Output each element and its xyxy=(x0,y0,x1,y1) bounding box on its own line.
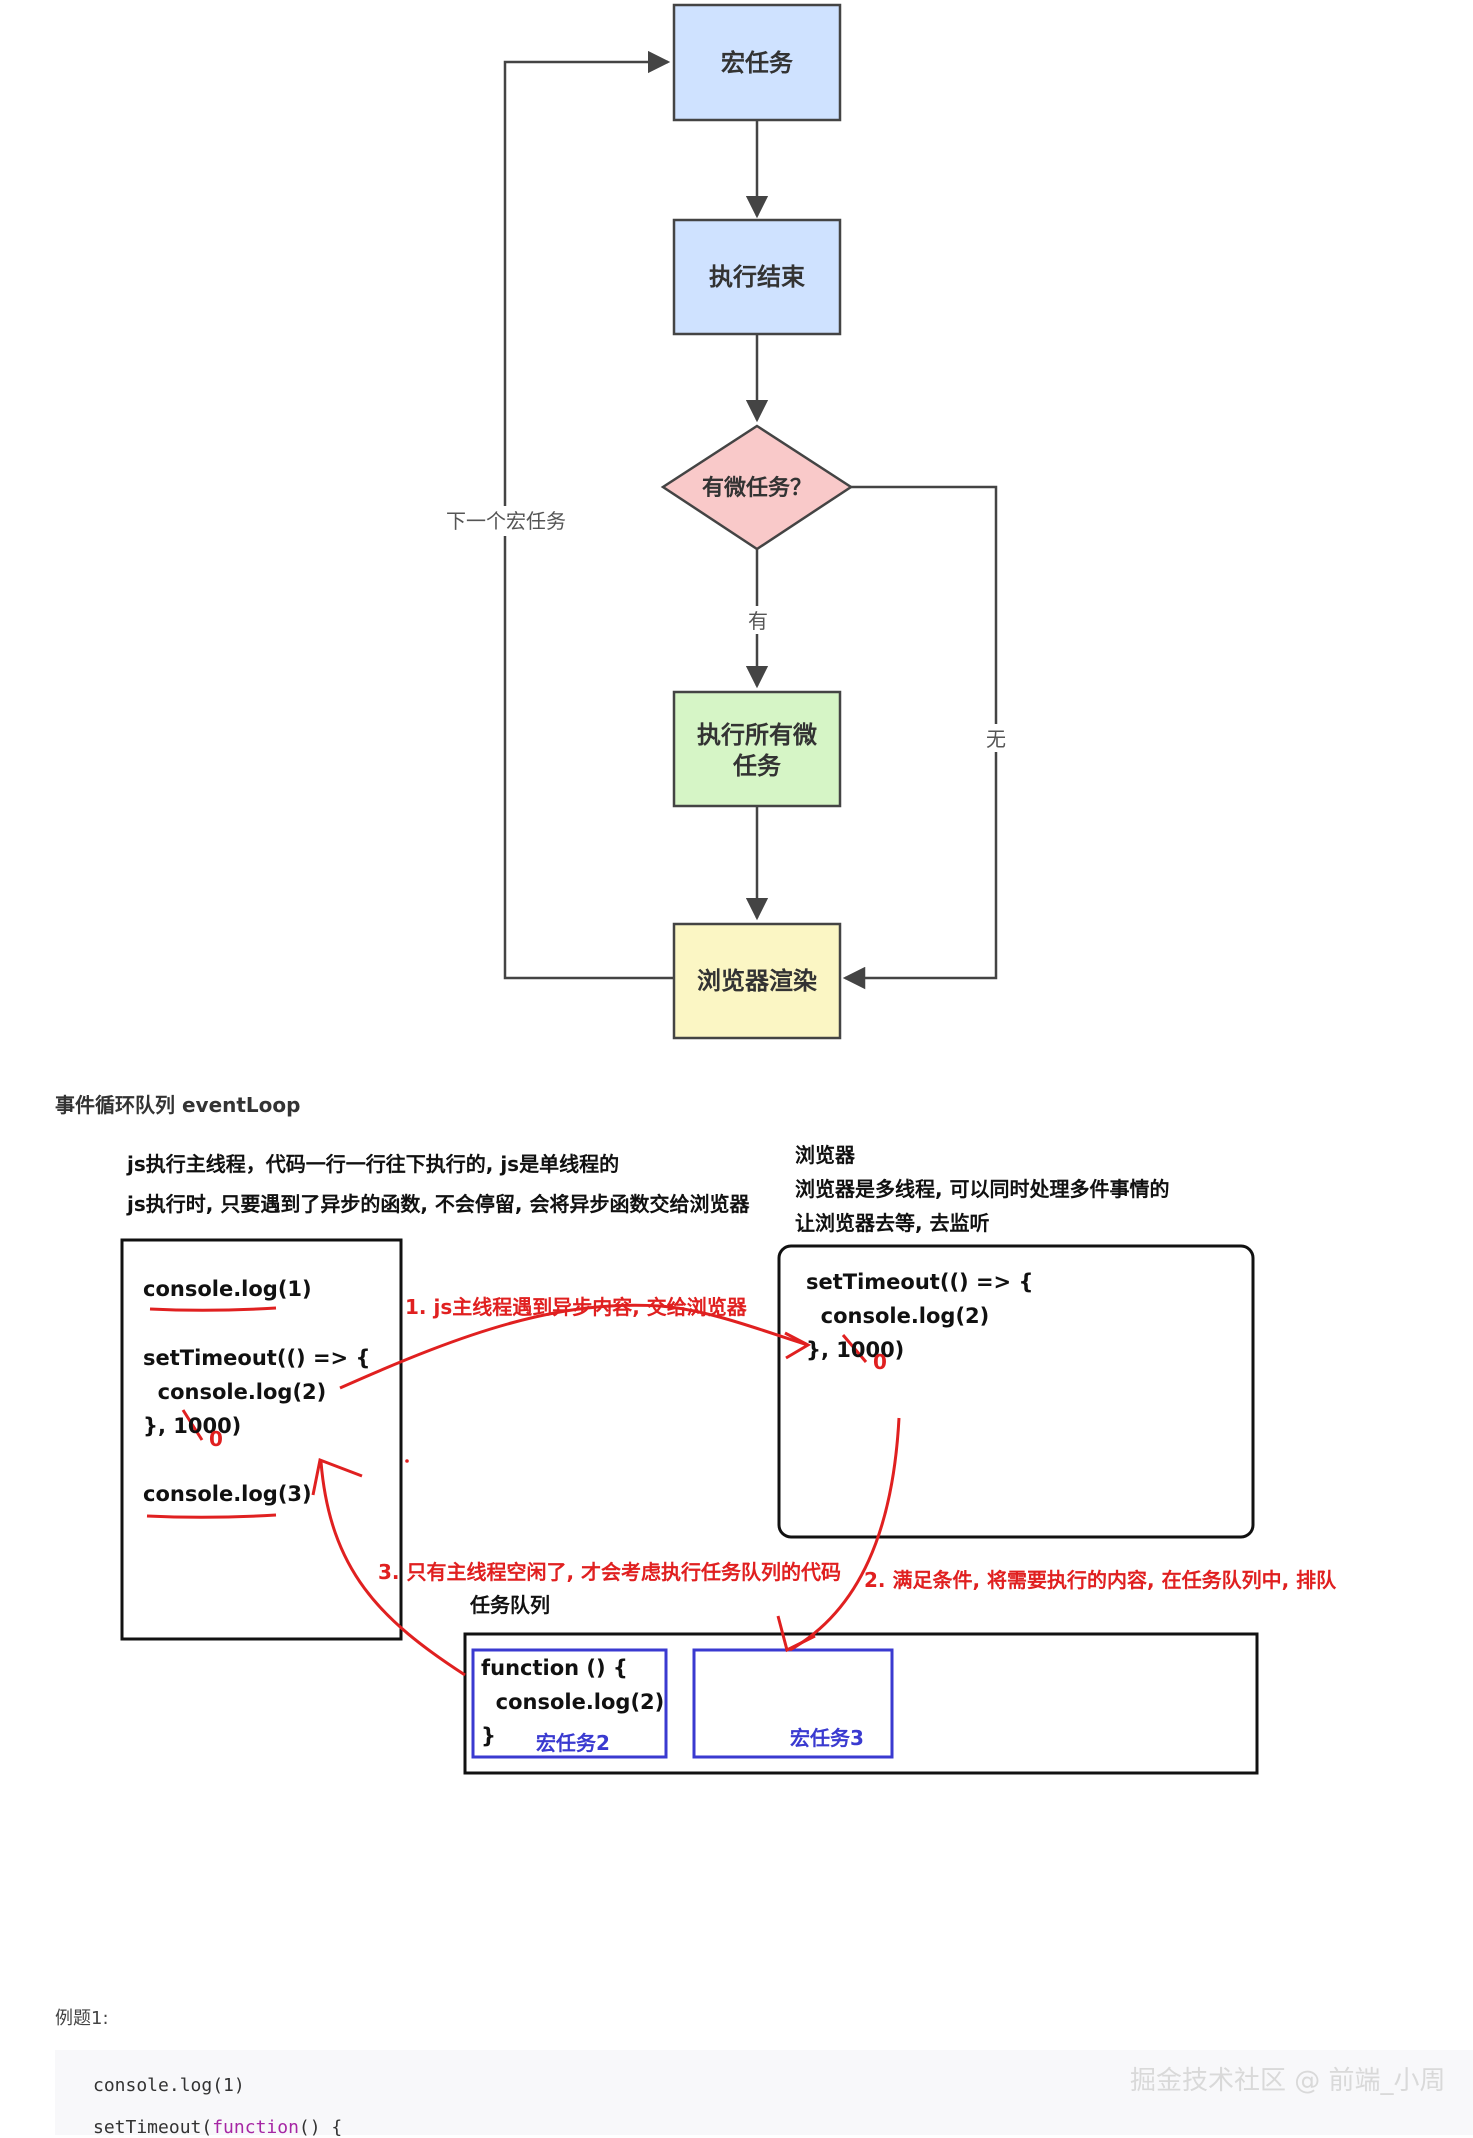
browser-note-2: 让浏览器去等, 去监听 xyxy=(795,1211,990,1235)
browser-note-1: 浏览器是多线程, 可以同时处理多件事情的 xyxy=(795,1177,1170,1201)
watermark: 掘金技术社区 @ 前端_小周 xyxy=(1130,2066,1446,2096)
annotation-step-3: 3. 只有主线程空闲了, 才会考虑执行任务队列的代码 xyxy=(378,1560,842,1584)
arrow-step2 xyxy=(789,1417,901,1652)
browser-title: 浏览器 xyxy=(795,1143,855,1167)
main-thread-note-2: js执行时, 只要遇到了异步的函数, 不会停留, 会将异步函数交给浏览器 xyxy=(127,1192,750,1216)
arrow-step2-head xyxy=(776,1615,816,1653)
event-loop-flowchart: 有 无 下一个宏任务 宏任务 执行结束 有微任务？ 执行所有微 任务 浏览器渲染 xyxy=(443,3,1010,1040)
edge-label-next-macro: 下一个宏任务 xyxy=(446,509,566,533)
node-browser-render xyxy=(672,922,842,1040)
node-run-microtasks xyxy=(672,690,842,808)
example-code-block: console.log(1) setTimeout(function() { xyxy=(55,2050,1473,2138)
macro-task-2-label: 宏任务2 xyxy=(536,1731,610,1755)
node-has-microtask-diamond xyxy=(660,424,854,551)
browser-code-line-2: console.log(2) xyxy=(806,1304,990,1328)
browser-code-line-3: }, 1000) xyxy=(806,1338,905,1362)
node-has-microtask-label: 有微任务？ xyxy=(702,475,812,501)
correction-main-zero: 0 xyxy=(209,1427,223,1451)
task-queue-title: 任务队列 xyxy=(470,1593,550,1617)
example-code-line-2: setTimeout(function() { xyxy=(93,2117,343,2138)
code-console-log-3: console.log(3) xyxy=(143,1482,312,1506)
arrow-step3-head xyxy=(311,1457,363,1496)
browser-code-line-1: setTimeout(() => { xyxy=(806,1270,1034,1294)
node-execution-end xyxy=(672,218,842,336)
arrow-step1-head xyxy=(784,1331,812,1360)
code-console-log-1: console.log(1) xyxy=(143,1277,312,1301)
example-code-line-1: console.log(1) xyxy=(93,2075,245,2096)
macro-task-3-label: 宏任务3 xyxy=(790,1726,864,1750)
code-settimeout-line-1: setTimeout(() => { xyxy=(143,1346,371,1370)
annotation-step-1: 1. js主线程遇到异步内容, 交给浏览器 xyxy=(405,1295,747,1319)
section-title: 事件循环队列 eventLoop xyxy=(55,1093,301,1117)
code-settimeout-line-2: console.log(2) xyxy=(143,1380,327,1404)
edge-label-no: 无 xyxy=(986,727,1006,751)
main-thread-note-1: js执行主线程，代码一行一行往下执行的, js是单线程的 xyxy=(127,1152,620,1176)
node-browser-render-label: 浏览器渲染 xyxy=(697,967,817,995)
underline-log3 xyxy=(146,1513,277,1519)
node-execution-end-label: 执行结束 xyxy=(709,263,806,291)
edge-decision-no xyxy=(842,485,998,990)
example-label: 例题1: xyxy=(55,2008,109,2029)
code-settimeout-line-3: }, 1000) xyxy=(143,1414,242,1438)
node-macro-task-label: 宏任务 xyxy=(721,49,794,77)
queue-task2-line-1: function () { xyxy=(481,1656,628,1680)
node-run-microtasks-label-1: 执行所有微 xyxy=(697,721,817,749)
underline-log1 xyxy=(149,1306,277,1312)
edge-label-yes: 有 xyxy=(748,609,768,633)
node-run-microtasks-label-2: 任务 xyxy=(732,752,782,780)
queue-task2-line-2: console.log(2) xyxy=(481,1690,665,1714)
node-macro-task xyxy=(672,3,842,122)
annotation-step-2: 2. 满足条件, 将需要执行的内容, 在任务队列中, 排队 xyxy=(864,1568,1337,1592)
correction-browser-zero: 0 xyxy=(873,1350,887,1374)
queue-task2-line-3: } xyxy=(481,1724,496,1748)
